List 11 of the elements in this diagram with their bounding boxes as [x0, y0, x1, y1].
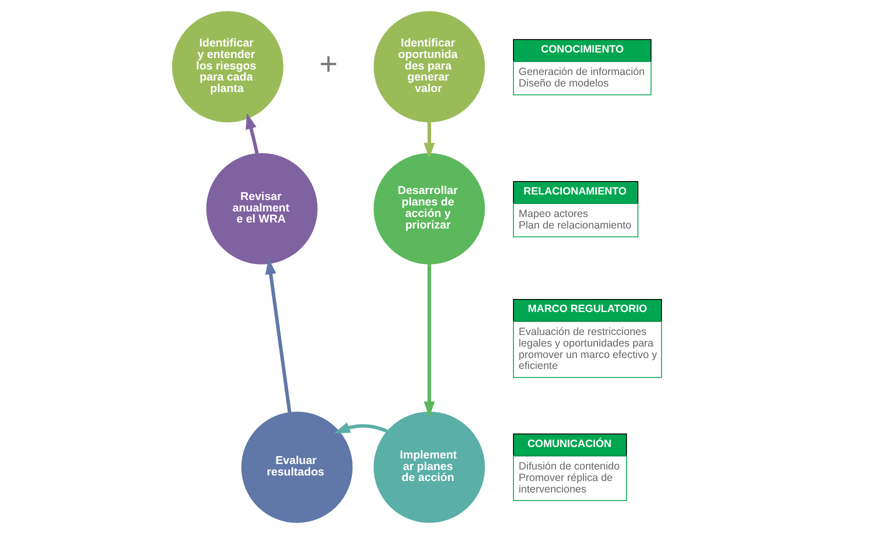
arrow: [424, 264, 435, 418]
node-circle: Identificar oportunida des para generar valor: [374, 11, 485, 122]
arrow: [246, 113, 259, 154]
node-circle: Identificar y entender los riesgos para cada planta: [172, 11, 284, 122]
node-circle: Implement ar planes de acción: [374, 412, 485, 523]
label: +: [319, 45, 338, 82]
node-circle: Desarrollar planes de acción y priorizar: [374, 153, 485, 264]
arrow: [334, 422, 388, 434]
arrow: [265, 258, 292, 413]
arrow: [424, 122, 435, 159]
node-circle: Revisar anualment e el WRA: [206, 153, 318, 264]
